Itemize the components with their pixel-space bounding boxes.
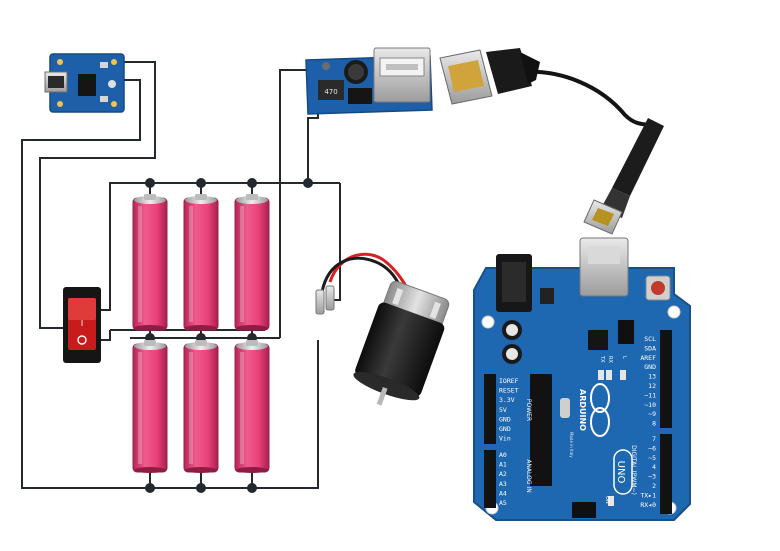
on-label: ON	[604, 496, 610, 504]
usb-cable	[439, 48, 664, 235]
header-pin-label: A3	[499, 480, 507, 488]
header-digital-bottom	[660, 434, 672, 514]
wire-charger-out-a	[39, 61, 156, 329]
header-pin-label: SCL	[644, 335, 656, 343]
header-pin-label: GND	[499, 425, 511, 433]
junction	[303, 178, 313, 188]
header-pin-label: 8	[652, 420, 656, 428]
header-pin-label: GND	[499, 415, 511, 423]
battery-cell	[183, 340, 219, 473]
battery-cell	[132, 340, 168, 473]
led-label: L	[621, 356, 627, 359]
header-pin-label: ~6	[648, 444, 656, 452]
led-label: TX	[599, 355, 605, 363]
usb-b-plug	[583, 118, 664, 235]
battery-cell	[234, 340, 270, 473]
header-pin-label: ~3	[648, 473, 656, 481]
wire-boost-b	[307, 110, 319, 183]
junction	[145, 483, 155, 493]
made-in-label: Made in Italy	[569, 432, 574, 458]
header-pin-label: ~10	[644, 401, 656, 409]
arduino-mcu-chip	[530, 374, 552, 486]
header-pin-label: A0	[499, 451, 507, 459]
wire-charger-out-b	[21, 79, 319, 489]
header-pin-label: 5V	[499, 406, 507, 414]
header-pin-label: ~5	[648, 454, 656, 462]
power-title: POWER	[525, 399, 532, 421]
header-analog	[484, 450, 496, 508]
header-pin-label: ~9	[648, 410, 656, 418]
header-digital-top	[660, 330, 672, 428]
led-label: RX	[607, 356, 613, 363]
junction	[196, 483, 206, 493]
wire-switch-bottom	[98, 330, 111, 341]
switch-i-mark: I	[81, 319, 83, 328]
battery-bank	[132, 194, 270, 473]
rocker-switch: I	[63, 287, 101, 363]
arduino-model: UNO	[615, 461, 626, 484]
wire-motor	[330, 183, 341, 301]
header-pin-label: SDA	[644, 344, 656, 352]
header-pin-label: 12	[648, 382, 656, 390]
dc-motor	[315, 252, 450, 406]
header-pin-label: RX◂0	[640, 501, 656, 509]
header-pin-label: 2	[652, 482, 656, 490]
junction-dots	[145, 178, 313, 493]
header-pin-label: IOREF	[499, 377, 519, 385]
battery-cell	[183, 194, 219, 331]
boost-label: 470	[324, 88, 337, 96]
header-pin-label: A5	[499, 499, 507, 507]
header-pin-label: Vin	[499, 435, 511, 443]
junction	[247, 178, 257, 188]
arduino-brand: ARDUINO	[578, 389, 587, 431]
header-pin-label: GND	[644, 363, 656, 371]
header-pin-label: 4	[652, 463, 656, 471]
header-pin-label: ~11	[644, 391, 656, 399]
junction	[145, 178, 155, 188]
wire-boost-a	[279, 69, 312, 338]
header-pin-label: A1	[499, 461, 507, 469]
junction	[196, 178, 206, 188]
header-pin-label: 7	[652, 435, 656, 443]
header-pin-label: TX▸1	[640, 491, 656, 499]
header-pin-label: 13	[648, 373, 656, 381]
header-pin-label: AREF	[640, 354, 656, 362]
digital-title: DIGITAL (PWM~)	[630, 445, 637, 495]
header-pin-label: RESET	[499, 387, 519, 395]
header-power	[484, 374, 496, 444]
usb-a-plug	[439, 48, 540, 105]
header-pin-label: A2	[499, 470, 507, 478]
junction	[247, 483, 257, 493]
boost-converter: 470	[305, 47, 433, 115]
charger-module	[44, 53, 125, 113]
battery-cell	[234, 194, 270, 331]
analog-title: ANALOG IN	[525, 459, 532, 492]
wiring	[21, 61, 341, 489]
header-pin-label: 3.3V	[499, 396, 515, 404]
battery-cell	[132, 194, 168, 331]
header-pin-label: A4	[499, 489, 507, 497]
